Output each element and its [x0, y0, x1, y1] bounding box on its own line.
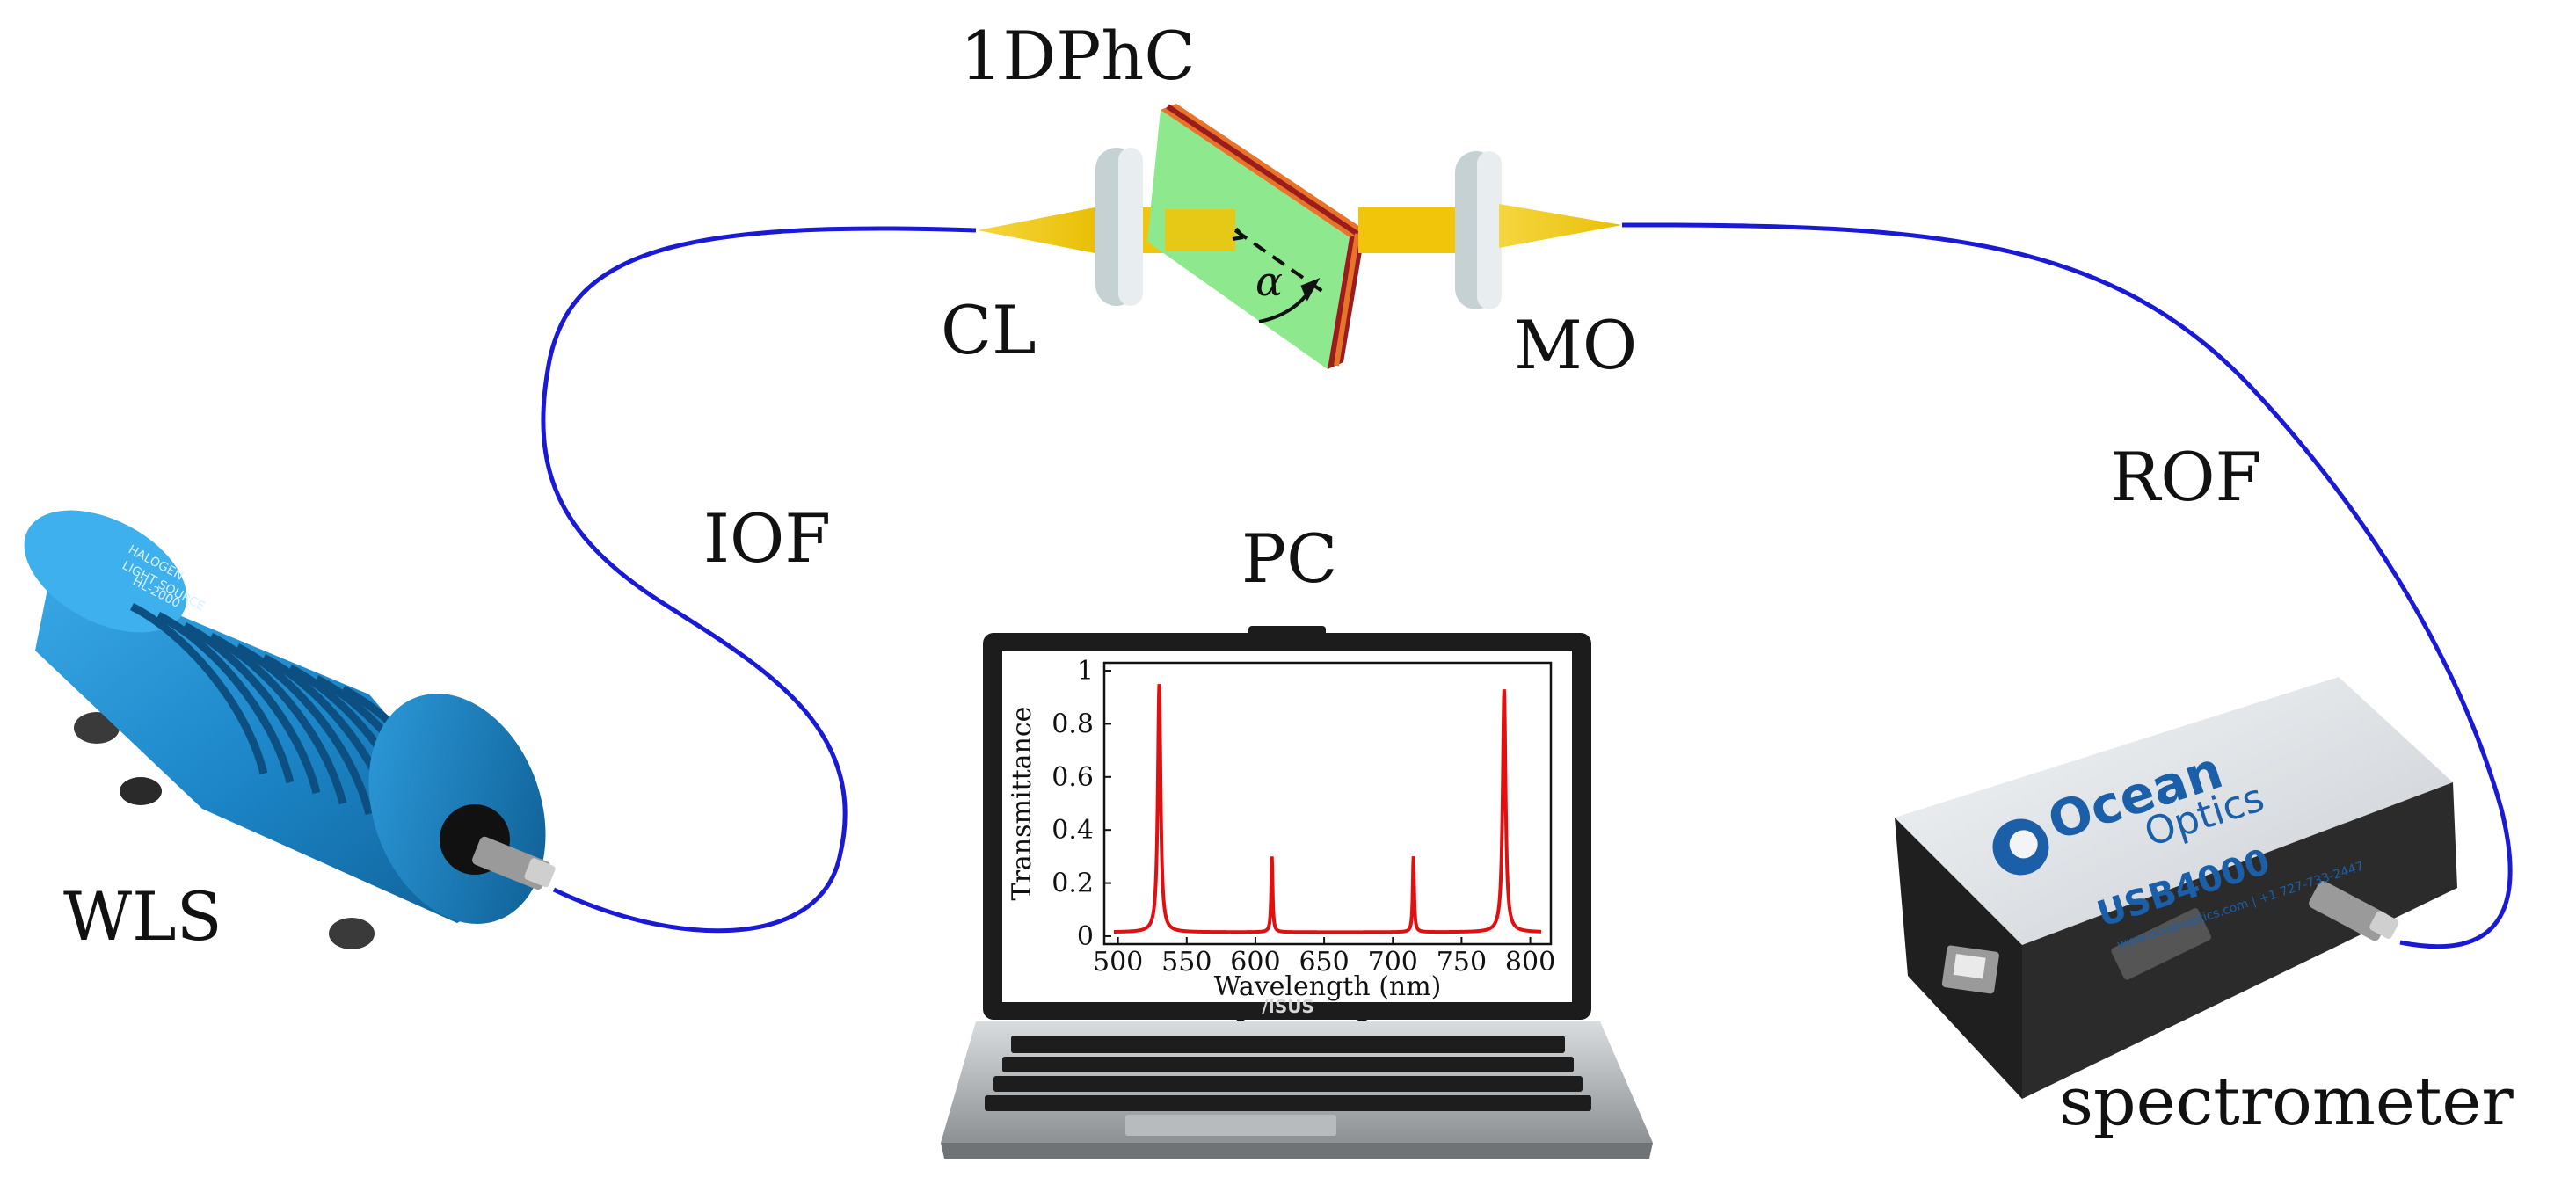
label-cl: CL [941, 291, 1037, 369]
label-iof: IOF [703, 499, 832, 578]
x-tick-label: 600 [1230, 947, 1280, 978]
label-1dphc: 1DPhC [960, 17, 1196, 95]
x-tick-label: 700 [1368, 947, 1418, 978]
chart-ylabel: Transmittance [1007, 707, 1037, 901]
white-light-source: HALOGEN LIGHT SOURCE HL-2000 [24, 510, 556, 949]
laptop-brand: /ISUS [1262, 996, 1314, 1017]
y-tick-label: 0.6 [1052, 762, 1094, 793]
laptop: /ISUS 500 550 600 650 700 750 800 0 0.2 0.4 0.6 0.… [941, 626, 1653, 1159]
collimating-lens [1095, 148, 1143, 306]
series-transmittance-line [1113, 684, 1542, 934]
laptop-keyboard [985, 1036, 1591, 1111]
beam-right-segment [1358, 207, 1473, 253]
spectrometer-device: Ocean Optics USB4000 www.oceanoptics.com… [1895, 677, 2457, 1099]
x-tick-label: 650 [1299, 947, 1349, 978]
microscope-objective [1455, 151, 1502, 309]
laptop-touchpad [1125, 1115, 1336, 1136]
collimator-beam-cone [978, 207, 1095, 253]
return-optical-fiber [1621, 222, 2513, 949]
y-tick-label: 0.8 [1052, 709, 1094, 739]
chart-xlabel: Wavelength (nm) [1214, 971, 1442, 1002]
x-tick-label: 500 [1093, 947, 1143, 978]
label-wls: WLS [63, 877, 222, 956]
beam-through-crystal [1165, 209, 1235, 251]
transmittance-chart: 500 550 600 650 700 750 800 0 0.2 0.4 0.6 0.8 1 Wav… [1007, 656, 1555, 1002]
incidence-angle-marker [1232, 227, 1325, 323]
spectrometer-port [2111, 908, 2212, 980]
x-tick-label: 750 [1437, 947, 1487, 978]
y-tick-label: 1 [1077, 656, 1094, 687]
label-rof: ROF [2110, 438, 2262, 516]
label-spectrometer: spectrometer [2059, 1062, 2514, 1140]
label-mo: MO [1514, 306, 1638, 384]
input-optical-fiber [541, 226, 977, 934]
y-tick-label: 0.4 [1052, 815, 1094, 846]
y-tick-label: 0.2 [1052, 869, 1094, 899]
x-tick-label: 550 [1161, 947, 1212, 978]
x-tick-label: 800 [1505, 947, 1555, 978]
optical-train: α [978, 104, 1622, 369]
objective-beam-cone [1499, 204, 1622, 248]
chart-plot-frame [1102, 661, 1553, 946]
label-pc: PC [1241, 520, 1338, 598]
y-tick-label: 0 [1077, 921, 1094, 952]
angle-label: α [1255, 258, 1283, 305]
